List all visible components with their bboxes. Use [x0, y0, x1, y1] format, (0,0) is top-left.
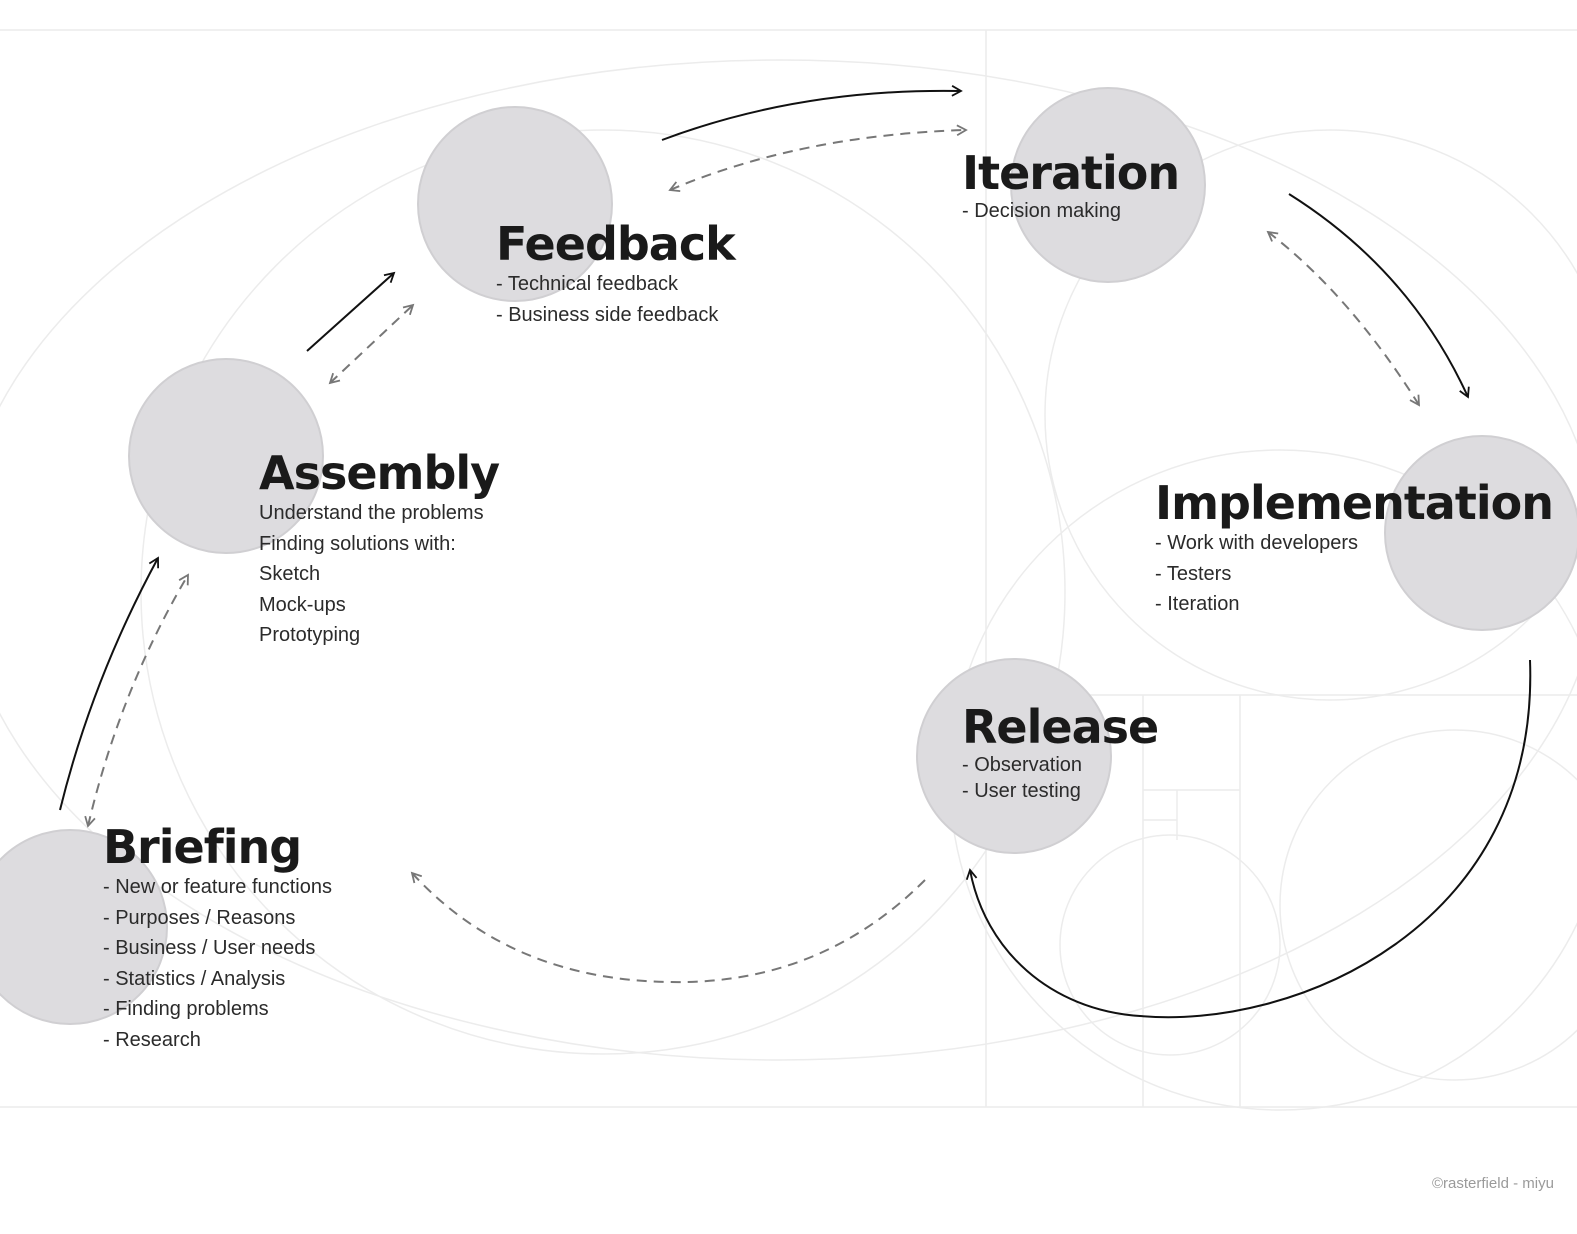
stage-item: - Iteration [1155, 593, 1240, 615]
stage-item: Understand the problems [259, 502, 484, 524]
stage-item: - Business / User needs [103, 937, 316, 959]
stage-title: Iteration [962, 146, 1180, 200]
dashed-arrow-iteration-implementation [1266, 230, 1420, 407]
dashed-arrow-assembly-feedback [328, 303, 415, 385]
implementation-circle [1384, 435, 1577, 631]
arrow-feedback-to-iteration [661, 85, 963, 141]
arrow-iteration-to-implementation [1288, 193, 1470, 399]
stage-item: - Decision making [962, 200, 1121, 222]
iteration-circle [1010, 87, 1206, 283]
arrow-implementation-to-release [965, 659, 1532, 1019]
stage-item: - Research [103, 1028, 201, 1051]
stage-item: - Observation [962, 754, 1083, 776]
assembly-circle [128, 358, 324, 554]
stage-item: - Business side feedback [496, 303, 719, 326]
stage-item: - New or feature functions [103, 876, 332, 898]
dashed-arrow-feedback-iteration [668, 124, 968, 192]
stage-items: Understand the problems Finding solution… [259, 498, 499, 651]
copyright-credit: ©rasterfield - miyu [1432, 1175, 1554, 1192]
dashed-arrow-briefing-assembly [84, 573, 189, 828]
stage-item: - User testing [962, 780, 1081, 802]
stage-items: - Decision making [962, 198, 1179, 224]
stage-item: - Purposes / Reasons [103, 906, 296, 929]
stage-title: Implementation [1155, 476, 1554, 530]
stage-items: - Work with developers - Testers - Itera… [1155, 528, 1553, 620]
feedback-circle [417, 106, 613, 302]
stage-items: - Observation - User testing [962, 752, 1158, 804]
stage-item: - Work with developers [1155, 532, 1359, 554]
stage-item: Finding solutions with: [259, 532, 456, 555]
stage-item: - Statistics / Analysis [103, 967, 286, 990]
stage-item: - Technical feedback [496, 273, 678, 295]
stage-implementation: Implementation - Work with developers - … [1155, 476, 1554, 620]
stage-item: Sketch [259, 563, 321, 585]
briefing-circle [0, 829, 168, 1025]
dashed-arrow-release-to-briefing [410, 871, 926, 984]
return-arrows [84, 124, 1420, 984]
stage-items: - New or feature functions - Purposes / … [103, 872, 332, 1055]
stage-title: Assembly [259, 446, 500, 500]
stage-assembly: Assembly Understand the problems Finding… [259, 446, 500, 651]
stage-item: - Finding problems [103, 998, 269, 1020]
arrow-briefing-to-assembly [59, 556, 160, 811]
stage-iteration: Iteration - Decision making [962, 146, 1180, 224]
arrow-assembly-to-feedback [306, 271, 396, 352]
stage-briefing: Briefing - New or feature functions - Pu… [103, 822, 332, 1055]
stage-feedback: Feedback - Technical feedback - Business… [496, 217, 736, 330]
stage-item: - Testers [1155, 562, 1232, 585]
stage-release: Release - Observation - User testing [962, 700, 1159, 804]
release-circle [916, 658, 1112, 854]
stage-title: Feedback [496, 217, 736, 271]
stage-title: Release [962, 700, 1159, 754]
stage-title: Briefing [103, 820, 302, 874]
stage-item: Prototyping [259, 624, 361, 646]
stage-items: - Technical feedback - Business side fee… [496, 269, 735, 330]
stage-circles [0, 87, 1577, 1025]
stage-item: Mock-ups [259, 593, 346, 616]
